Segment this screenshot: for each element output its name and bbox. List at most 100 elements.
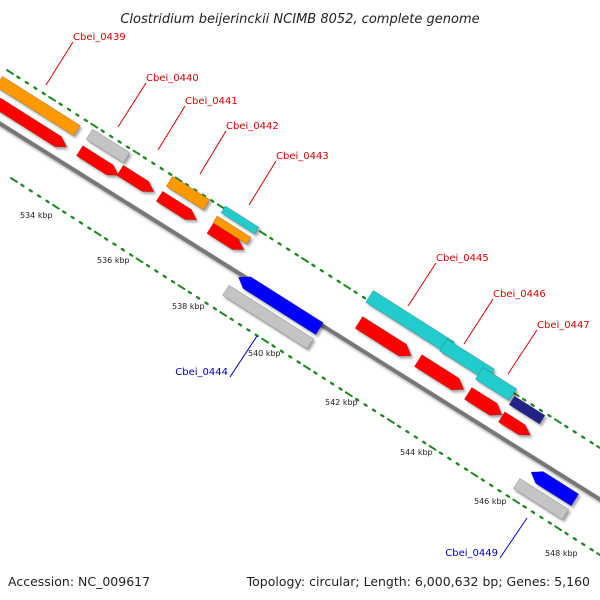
feature-cbei-0448-cds[interactable] bbox=[497, 411, 531, 436]
outer-tick bbox=[16, 75, 21, 80]
feature-cbei-0443-type-b[interactable] bbox=[212, 215, 252, 245]
outer-tick bbox=[216, 203, 225, 210]
outer-tick bbox=[174, 176, 183, 183]
inner-tick bbox=[170, 279, 176, 284]
inner-tick bbox=[512, 498, 521, 505]
gene-label-cbei-0445[interactable]: Cbei_0445 bbox=[436, 253, 489, 264]
outer-tick bbox=[58, 102, 63, 107]
tick-label-538: 538 kbp bbox=[172, 302, 205, 311]
inner-tick bbox=[10, 177, 18, 183]
feature-cbei-0442-cds[interactable] bbox=[155, 190, 198, 221]
inner-tick bbox=[589, 547, 594, 552]
feature-cbei-0440-type[interactable] bbox=[85, 128, 131, 164]
feature-cbei-0447-cds[interactable] bbox=[463, 386, 503, 416]
feature-cbei-0446-cds[interactable] bbox=[413, 354, 465, 391]
inner-tick bbox=[62, 210, 67, 215]
leader-line-cbei-0442 bbox=[199, 130, 227, 175]
outer-tick bbox=[193, 188, 198, 193]
feature-cbei-0442-type[interactable] bbox=[165, 175, 211, 211]
outer-tick bbox=[277, 241, 282, 246]
outer-tick bbox=[294, 252, 299, 257]
feature-cbei-0439-cds[interactable] bbox=[0, 97, 68, 148]
feature-cbei-0443-cds[interactable] bbox=[206, 222, 245, 251]
outer-tick bbox=[311, 263, 316, 268]
tick-label-540: 540 kbp bbox=[248, 349, 281, 358]
leader-line-cbei-0443 bbox=[248, 160, 277, 206]
outer-tick bbox=[6, 69, 14, 75]
outer-tick bbox=[66, 107, 72, 112]
inner-tick bbox=[572, 537, 578, 541]
inner-tick bbox=[480, 478, 485, 482]
feature-cbei-0439-type[interactable] bbox=[0, 75, 81, 137]
outer-tick bbox=[167, 172, 173, 176]
outer-tick bbox=[83, 118, 89, 123]
inner-tick bbox=[70, 215, 75, 220]
inner-tick bbox=[428, 445, 437, 451]
feature-cbei-0448-type[interactable] bbox=[508, 395, 546, 425]
tick-label-542: 542 kbp bbox=[325, 398, 358, 407]
feature-cbei-0444-cds[interactable] bbox=[237, 276, 324, 336]
genome-summary-text: Topology: circular; Length: 6,000,632 bp… bbox=[246, 574, 590, 589]
inner-tick bbox=[51, 203, 60, 210]
inner-tick bbox=[229, 317, 234, 322]
feature-cbei-0447-type[interactable] bbox=[474, 366, 518, 402]
outer-tick bbox=[90, 122, 99, 129]
inner-tick bbox=[321, 376, 326, 381]
outer-tick bbox=[201, 193, 207, 198]
inner-tick bbox=[120, 247, 126, 252]
feature-track bbox=[0, 75, 580, 521]
outer-tick bbox=[117, 139, 122, 144]
gene-label-cbei-0444[interactable]: Cbei_0444 bbox=[175, 367, 228, 378]
inner-tick bbox=[135, 257, 144, 264]
inner-tick bbox=[405, 429, 410, 434]
feature-cbei-0443-type[interactable] bbox=[220, 205, 260, 235]
feature-cbei-0449-type[interactable] bbox=[512, 477, 570, 521]
tick-label-536: 536 kbp bbox=[97, 256, 130, 265]
inner-tick bbox=[564, 531, 569, 536]
inner-tick bbox=[261, 337, 270, 344]
gene-label-cbei-0443[interactable]: Cbei_0443 bbox=[276, 151, 329, 162]
outer-tick bbox=[159, 166, 164, 171]
leader-line-cbei-0440 bbox=[117, 82, 147, 128]
inner-tick bbox=[219, 311, 228, 317]
gene-label-cbei-0449[interactable]: Cbei_0449 bbox=[445, 548, 498, 559]
leader-line-cbei-0445 bbox=[407, 262, 437, 307]
outer-tick bbox=[580, 435, 586, 440]
outer-tick bbox=[75, 113, 80, 117]
gene-label-cbei-0442[interactable]: Cbei_0442 bbox=[226, 121, 279, 132]
outer-tick bbox=[100, 129, 105, 133]
inner-tick bbox=[246, 328, 251, 332]
inner-tick bbox=[45, 199, 50, 204]
inner-tick bbox=[204, 301, 209, 306]
inner-tick bbox=[93, 230, 102, 237]
feature-cbei-0441-cds[interactable] bbox=[116, 164, 155, 193]
outer-tick bbox=[24, 80, 30, 85]
gene-label-cbei-0446[interactable]: Cbei_0446 bbox=[493, 289, 546, 300]
inner-tick bbox=[288, 354, 293, 359]
outer-tick bbox=[336, 279, 341, 284]
gene-label-cbei-0439[interactable]: Cbei_0439 bbox=[73, 32, 126, 43]
feature-cbei-0444-type[interactable] bbox=[222, 284, 314, 350]
inner-tick bbox=[112, 242, 117, 247]
inner-tick bbox=[338, 387, 343, 391]
feature-cbei-0445-type[interactable] bbox=[365, 289, 455, 355]
gene-label-cbei-0441[interactable]: Cbei_0441 bbox=[185, 96, 238, 107]
outer-tick bbox=[353, 290, 358, 295]
inner-tick bbox=[413, 435, 418, 439]
inner-tick bbox=[380, 413, 385, 418]
tick-label-546: 546 kbp bbox=[474, 497, 507, 506]
feature-cbei-0445-cds[interactable] bbox=[354, 316, 412, 357]
leader-line-cbei-0439 bbox=[45, 41, 74, 86]
tick-track bbox=[6, 69, 600, 557]
inner-tick bbox=[596, 552, 600, 557]
inner-tick bbox=[554, 525, 563, 532]
outer-tick bbox=[589, 440, 594, 445]
inner-tick bbox=[547, 521, 552, 525]
feature-cbei-0449-cds[interactable] bbox=[530, 471, 580, 507]
feature-cbei-0440-cds[interactable] bbox=[75, 145, 119, 176]
gene-label-cbei-0447[interactable]: Cbei_0447 bbox=[537, 320, 590, 331]
label-layer: Cbei_0439Cbei_0440Cbei_0441Cbei_0442Cbei… bbox=[45, 32, 590, 559]
inner-tick bbox=[87, 226, 92, 231]
outer-tick bbox=[132, 149, 141, 156]
gene-label-cbei-0440[interactable]: Cbei_0440 bbox=[146, 73, 199, 84]
